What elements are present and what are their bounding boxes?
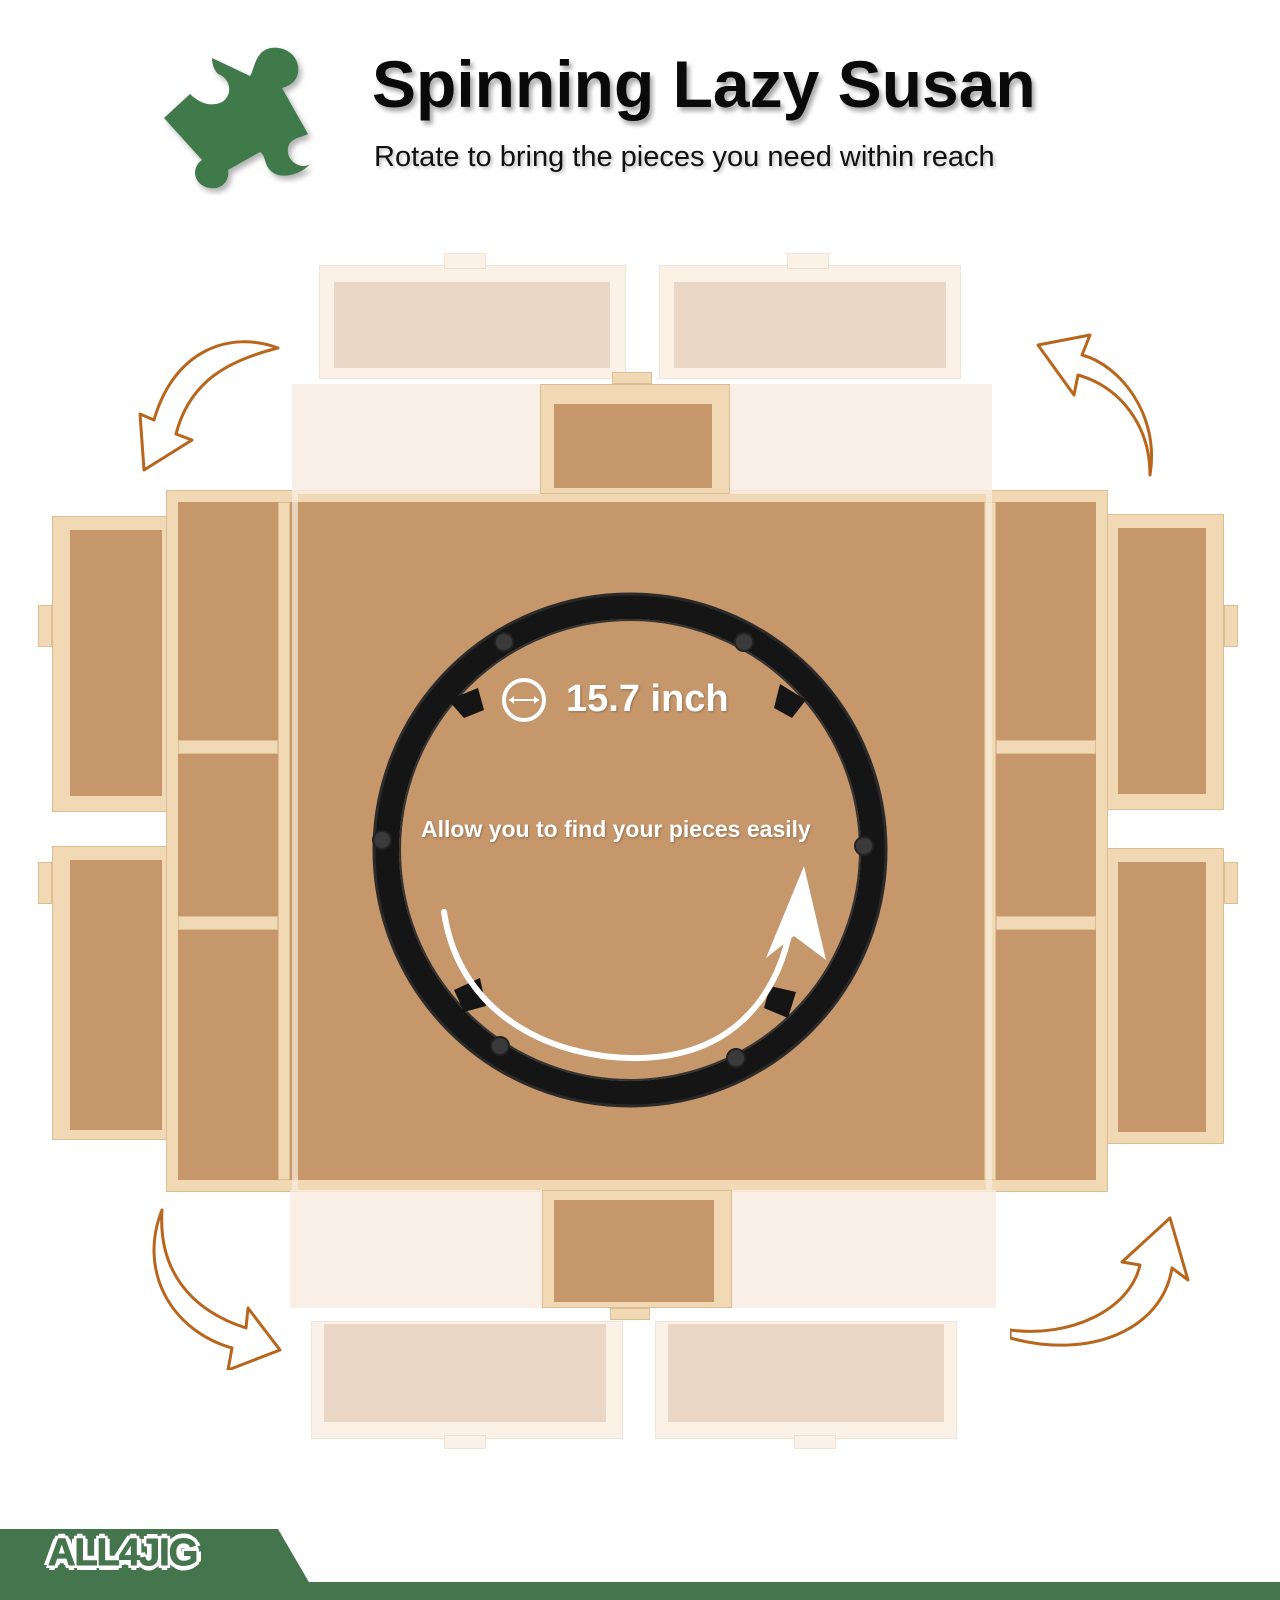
- footer-band: [0, 1582, 1280, 1600]
- diameter-icon: [502, 678, 546, 722]
- lazy-susan-ring: [372, 592, 888, 1108]
- curved-arrow-icon-bottom-left: [152, 1208, 282, 1370]
- drawer-handle[interactable]: [38, 605, 52, 647]
- drawer-handle[interactable]: [445, 254, 485, 268]
- puzzle-piece-icon: [164, 47, 310, 189]
- drawer-handle[interactable]: [788, 254, 828, 268]
- drawer-handle[interactable]: [38, 862, 52, 904]
- brand-logo: ALL4JIG: [47, 1532, 198, 1575]
- drawer-handle[interactable]: [795, 1436, 835, 1448]
- page-title: Spinning Lazy Susan: [372, 47, 1036, 121]
- rotated-board-ghost-bottom: [290, 1190, 996, 1308]
- drawer-bottom-left[interactable]: [312, 1322, 622, 1438]
- drawer-handle[interactable]: [1224, 605, 1238, 647]
- footer-tab: [0, 1529, 310, 1584]
- drawer-bottom-right[interactable]: [656, 1322, 956, 1438]
- curved-arrow-icon-top-right: [1036, 333, 1153, 477]
- curved-arrow-icon-bottom-right: [1010, 1216, 1190, 1347]
- drawer-handle[interactable]: [445, 1436, 485, 1448]
- drawer-top-left[interactable]: [320, 266, 625, 378]
- page-subtitle: Rotate to bring the pieces you need with…: [374, 141, 995, 173]
- drawer-left-upper[interactable]: [52, 516, 170, 812]
- drawer-top-right[interactable]: [660, 266, 960, 378]
- diameter-label: 15.7 inch: [566, 678, 729, 720]
- drawer-right-lower[interactable]: [1104, 848, 1224, 1144]
- drawer-handle[interactable]: [1224, 862, 1238, 904]
- drawer-left-lower[interactable]: [52, 846, 170, 1140]
- drawer-right-upper[interactable]: [1104, 514, 1224, 810]
- rotate-arrow-icon: [441, 866, 826, 1062]
- curved-arrow-icon-top-left: [138, 340, 280, 472]
- rotated-board-ghost-top: [292, 384, 992, 494]
- feature-text: Allow you to find your pieces easily: [421, 816, 811, 842]
